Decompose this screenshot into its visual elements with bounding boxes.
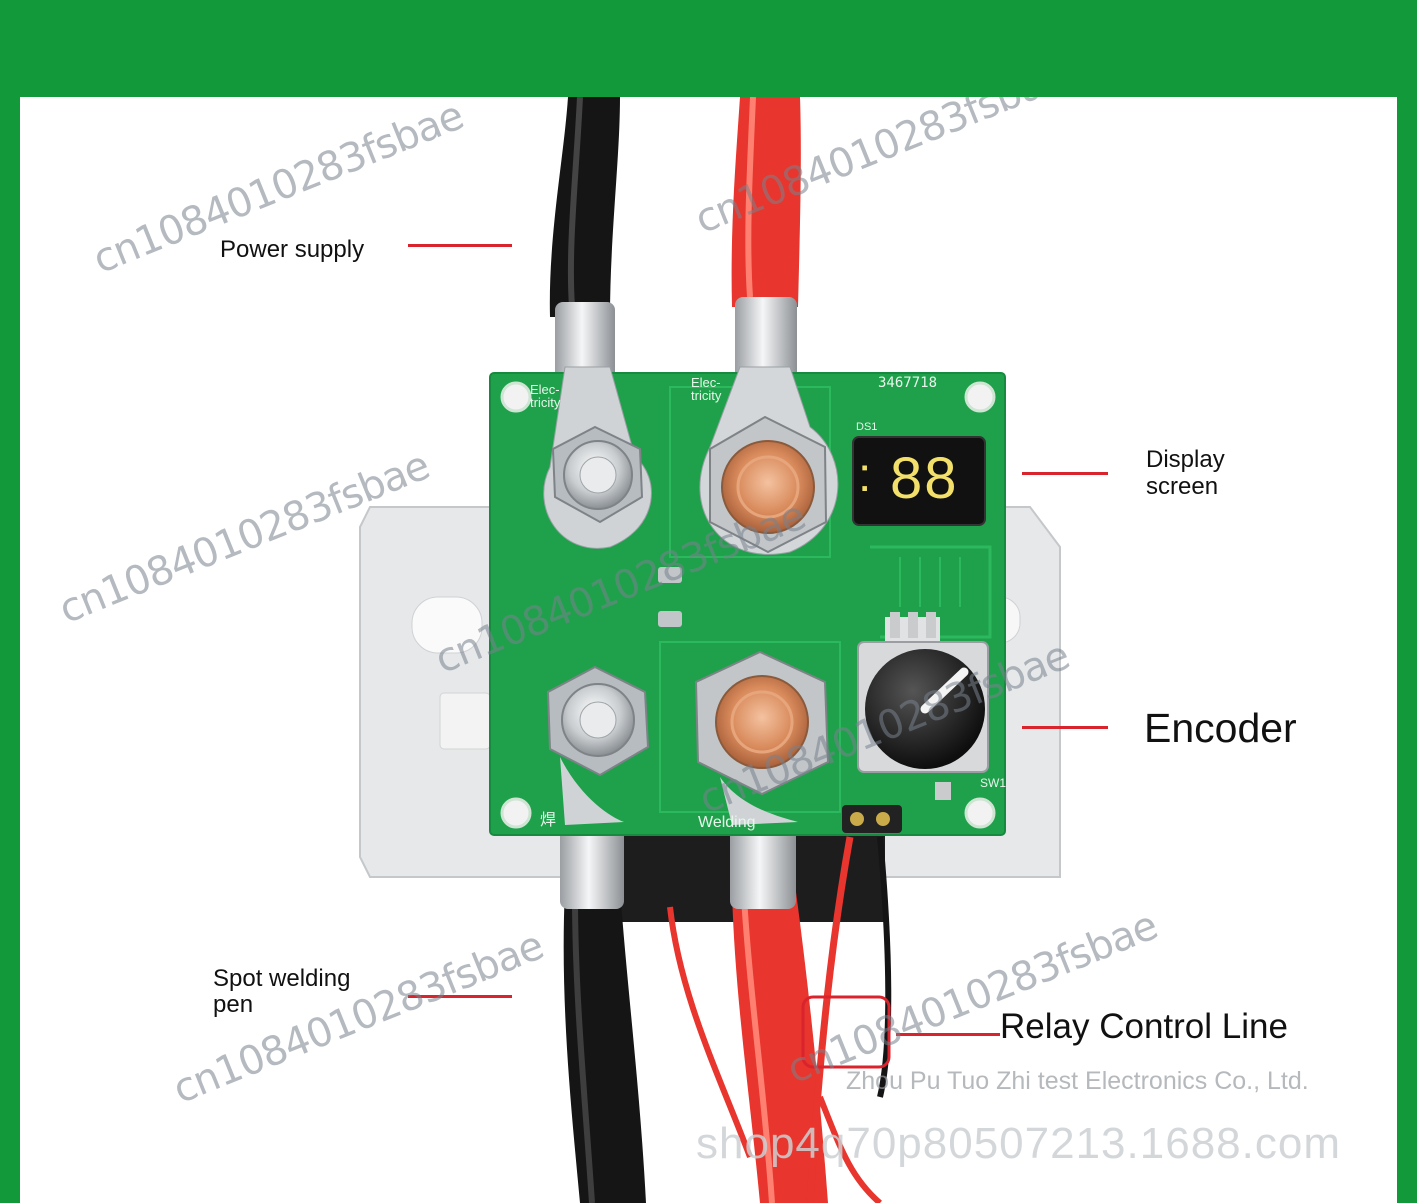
terminal-bottom-left — [546, 665, 650, 825]
ds1-label: DS1 — [856, 421, 878, 433]
watermark-company: Zhou Pu Tuo Zhi test Electronics Co., Lt… — [846, 1067, 1309, 1095]
spot-welding-pen-label-line2: pen — [213, 991, 254, 1018]
display-screen-label-line2: screen — [1146, 473, 1219, 500]
spot-welding-pen-leader — [408, 995, 512, 998]
display-colon: : — [858, 449, 872, 502]
power-supply-leader — [408, 244, 512, 247]
watermark-url: shop4q70p80507213.1688.com — [696, 1119, 1341, 1168]
spot-welding-pen-label-line1: Spot welding — [213, 965, 351, 992]
spot-welder-photo — [359, 97, 1061, 1203]
photo-frame: Elec-tricity Elec-tricity 3467718 DS1 SW… — [20, 97, 1397, 1203]
welding-pen-cables — [560, 817, 892, 1203]
welding-label-left: 焊 — [540, 812, 557, 829]
encoder-leader — [1022, 726, 1108, 729]
display-screen-leader — [1022, 472, 1108, 475]
relay-control-line-label: Relay Control Line — [1000, 1007, 1288, 1046]
sw1-label: SW1 — [980, 776, 1007, 790]
seven-segment-display — [852, 436, 986, 526]
relay-highlight-box — [801, 995, 891, 1069]
relay-control-line-leader — [896, 1033, 1000, 1036]
display-screen-label-line1: Display — [1146, 446, 1225, 473]
rotary-encoder — [857, 612, 989, 800]
display-value: 88 — [890, 446, 959, 511]
electricity-label-left: Elec-tricity — [530, 382, 561, 410]
terminal-top-right — [699, 366, 839, 555]
serial-number: 3467718 — [878, 375, 938, 391]
electricity-label-right: Elec-tricity — [691, 375, 722, 403]
welding-label-right: Welding — [698, 814, 756, 831]
encoder-label: Encoder — [1144, 705, 1297, 751]
power-supply-cables — [549, 97, 801, 382]
power-supply-label: Power supply — [220, 236, 365, 263]
terminal-top-left — [543, 366, 652, 549]
relay-connector — [842, 805, 902, 833]
terminal-bottom-right — [694, 650, 830, 825]
